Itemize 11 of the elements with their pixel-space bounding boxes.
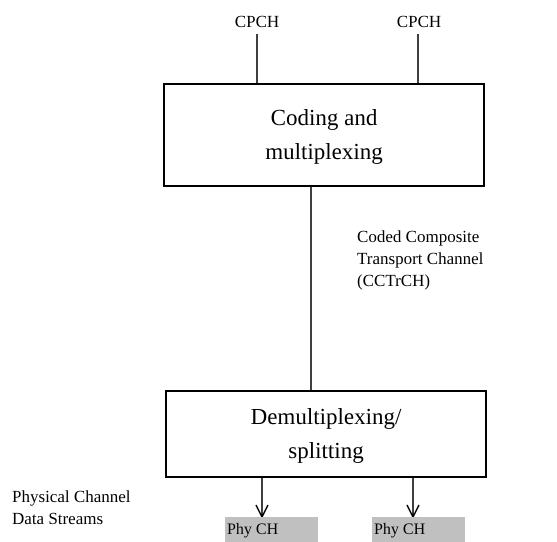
connector-line xyxy=(417,34,419,83)
note-label: Physical Channel Data Streams xyxy=(12,486,132,530)
process-box: Demultiplexing/ splitting xyxy=(165,390,487,478)
process-box: Coding and multiplexing xyxy=(163,83,485,187)
channel-box: Phy CH xyxy=(225,517,318,542)
connector-line xyxy=(310,187,312,390)
channel-box: Phy CH xyxy=(372,517,465,542)
channel-label: CPCH xyxy=(384,8,454,34)
connector-line xyxy=(256,34,258,83)
arrow xyxy=(406,478,420,518)
channel-label: CPCH xyxy=(222,8,292,34)
